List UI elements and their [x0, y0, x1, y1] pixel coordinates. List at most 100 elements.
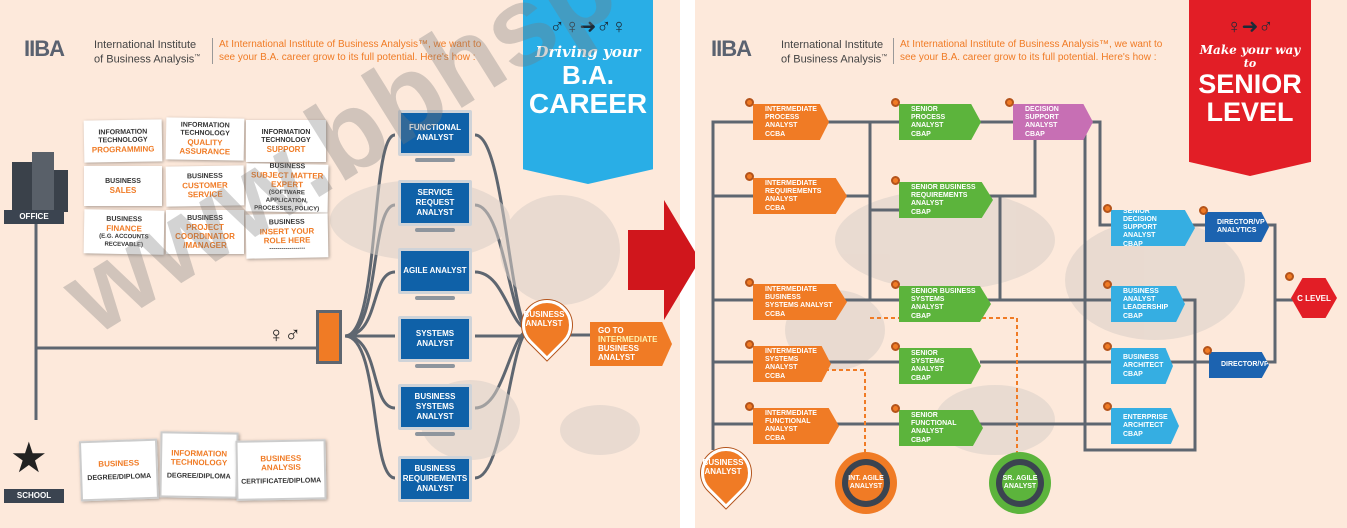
goto-intermediate-tag: GO TO INTERMEDIATE BUSINESS ANALYST — [590, 322, 672, 366]
map-pin-icon — [891, 98, 900, 107]
role-name: INTERMEDIATE BUSINESS SYSTEMS ANALYST — [765, 285, 833, 309]
driving-career-banner: ♂♀➜♂♀ Driving your B.A. CAREER — [523, 0, 653, 184]
map-pin-icon — [745, 278, 754, 287]
monitor-business-requirements-analyst: BUSINESS REQUIREMENTS ANALYST — [398, 456, 472, 502]
role-name: INTERMEDIATE REQUIREMENTS ANALYST — [765, 179, 822, 203]
left-connector-lines — [34, 133, 640, 480]
map-pin-icon — [1285, 272, 1294, 281]
diploma-highlight: BUSINESS — [98, 457, 140, 469]
monitor-systems-analyst: SYSTEMS ANALYST — [398, 316, 472, 362]
business-analyst-pin-label: BUSINESS ANALYST — [523, 310, 565, 328]
monitor-agile-analyst: AGILE ANALYST — [398, 248, 472, 294]
map-pin-icon — [1103, 402, 1112, 411]
map-pin-icon — [745, 340, 754, 349]
monitor-stand — [415, 296, 455, 300]
note-top: INFORMATION TECHNOLOGY — [180, 121, 230, 138]
map-pin-icon — [745, 402, 754, 411]
role-name: INTERMEDIATE FUNCTIONAL ANALYST — [765, 409, 817, 433]
role-name: INTERMEDIATE PROCESS ANALYST — [765, 105, 817, 129]
senior-level-banner: ♀➜♂ Make your way to SENIOR LEVEL — [1189, 0, 1311, 176]
note-sub: ------------------ — [269, 245, 306, 253]
monitor-stand — [415, 432, 455, 436]
note-top: INFORMATION TECHNOLOGY — [261, 128, 311, 144]
left-infographic-panel: IIBA International Institute of Business… — [0, 0, 680, 528]
monitor-business-systems-analyst: BUSINESS SYSTEMS ANALYST — [398, 384, 472, 430]
role-director-vp: DIRECTOR/VP — [1209, 352, 1269, 378]
tagline-line1: At International Institute of Business A… — [219, 39, 482, 50]
iiba-logo: IIBA — [24, 36, 65, 62]
brand-name-line2-wrap: of Business Analysis™ — [94, 51, 200, 66]
role-cert: CCBA — [765, 310, 786, 318]
brand-name-line2: of Business Analysis — [781, 53, 882, 66]
role-cert: CBAP — [911, 208, 931, 216]
diploma-sub: DEGREE/DIPLOMA — [166, 472, 231, 481]
role-name: SENIOR FUNCTIONAL ANALYST — [911, 411, 957, 435]
role-cert: CBAP — [911, 436, 931, 444]
note-highlight: QUALITY ASSURANCE — [179, 137, 231, 157]
monitor-stand — [415, 364, 455, 368]
people-walking-icon: ♀♂ — [268, 322, 301, 347]
note-highlight: CUSTOMER SERVICE — [182, 180, 228, 200]
role-cert: CCBA — [765, 372, 786, 380]
note-highlight: SUBJECT MATTER EXPERT — [250, 170, 324, 190]
diploma-highlight: INFORMATION TECHNOLOGY — [170, 448, 228, 468]
monitor-stand — [415, 228, 455, 232]
banner-senior-text: SENIOR — [1198, 69, 1302, 99]
role-name: SENIOR BUSINESS SYSTEMS ANALYST — [911, 287, 976, 311]
brand-name: International Institute of Business Anal… — [781, 39, 887, 66]
goto-line2: BUSINESS ANALYST — [598, 344, 639, 362]
note-top: BUSINESS — [105, 177, 141, 185]
role-cert: CBAP — [1123, 312, 1143, 320]
business-analyst-pin-label: BUSINESS ANALYST — [702, 458, 744, 476]
people-progress-icon: ♂♀➜♂♀ — [549, 16, 627, 38]
brand-name-line2: of Business Analysis — [94, 53, 195, 66]
monitor-service-request-analyst: SERVICE REQUEST ANALYST — [398, 180, 472, 226]
role-name: SENIOR PROCESS ANALYST — [911, 105, 946, 129]
right-tagline: At International Institute of Business A… — [893, 38, 1162, 64]
note-highlight: PROGRAMMING — [91, 143, 155, 155]
role-cert: CBAP — [1123, 430, 1143, 438]
role-cert: CCBA — [765, 434, 786, 442]
goto-line1: GO TO INTERMEDIATE — [598, 326, 657, 344]
map-pin-icon — [891, 176, 900, 185]
left-tagline: At International Institute of Business A… — [212, 38, 481, 64]
role-cert: CBAP — [911, 312, 931, 320]
map-pin-icon — [891, 404, 900, 413]
role-cert: CBAP — [1123, 240, 1143, 248]
trademark-mark: ™ — [881, 54, 888, 60]
role-name: DECISION SUPPORT ANALYST — [1025, 105, 1059, 129]
map-pin-icon — [1103, 280, 1112, 289]
map-pin-icon — [1199, 206, 1208, 215]
monitor-stand — [415, 158, 455, 162]
note-sub: (SOFTWARE APPLICATION, PROCESSES, POLICY… — [254, 189, 320, 213]
diploma-card: INFORMATION TECHNOLOGY DEGREE/DIPLOMA — [159, 431, 239, 499]
banner-script-text: Driving your — [535, 43, 641, 61]
role-name: SENIOR BUSINESS REQUIREMENTS ANALYST — [911, 183, 976, 207]
door-icon — [316, 310, 342, 364]
map-pin-icon — [891, 342, 900, 351]
role-name: SENIOR SYSTEMS ANALYST — [911, 349, 945, 373]
banner-level-text: LEVEL — [1206, 97, 1294, 127]
note-highlight: SUPPORT — [266, 144, 306, 154]
office-building-icon — [12, 152, 68, 212]
